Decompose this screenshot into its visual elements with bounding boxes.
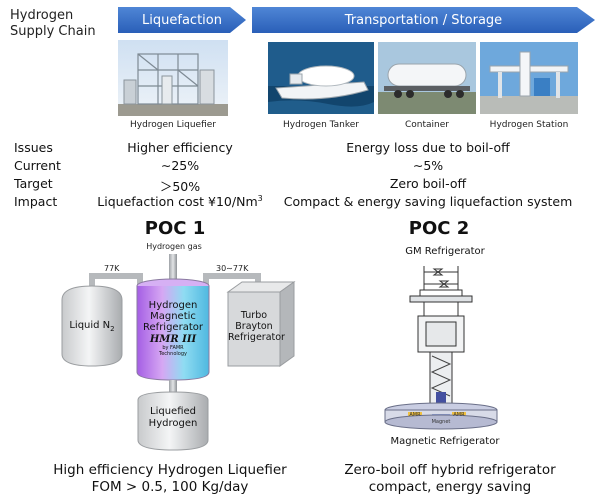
poc1-footer: High efficiency Hydrogen Liquefier FOM >… (53, 462, 287, 495)
poc2-footer: Zero-boil off hybrid refrigerator compac… (344, 462, 556, 495)
magnet-label: Magnet (431, 419, 451, 425)
issues-liquefaction: Higher efficiency (127, 140, 233, 155)
magnetic-refrigerator-label: Magnetic Refrigerator (390, 436, 500, 447)
temp-30-77k-label: 30∼77K (216, 264, 249, 273)
hydrogen-station-photo (480, 42, 578, 114)
poc2-diagram: GM Refrigerator AMR AMR Magnet Magnetic … (360, 242, 530, 452)
row-label-issues: Issues (14, 140, 53, 155)
amr-label-left: AMR (409, 412, 421, 418)
hmr-name: HMR III (149, 334, 197, 345)
poc1-diagram: Hydrogen gas 77K 30∼77K Liquid N2 Hydrog… (50, 242, 320, 452)
caption-hydrogen-liquefier: Hydrogen Liquefier (129, 120, 216, 130)
magnetic-disk-bottom (384, 414, 498, 430)
liquefied-hydrogen-label: Liquefied Hydrogen (148, 406, 198, 429)
container-photo (378, 42, 476, 114)
connector-pipe (169, 380, 177, 394)
row-label-target: Target (14, 176, 53, 191)
poc2-title: POC 2 (408, 218, 470, 239)
cold-stage (436, 392, 446, 408)
liquefied-hydrogen-tank (137, 391, 209, 451)
liquid-n2-tank (61, 285, 123, 367)
hydrogen-gas-label: Hydrogen gas (146, 242, 202, 251)
hydrogen-gas-pipe (169, 254, 177, 282)
caption-hydrogen-station: Hydrogen Station (489, 120, 569, 130)
amr-label-right: AMR (453, 412, 465, 418)
hmr-label: Hydrogen Magnetic Refrigerator HMR III b… (137, 300, 209, 357)
temp-77k-label: 77K (104, 264, 120, 273)
turbo-box-side (279, 281, 295, 367)
row-label-current: Current (14, 158, 61, 173)
turbo-brayton-label: Turbo Brayton Refrigerator (228, 310, 285, 343)
target-liquefaction: ＞50% (159, 179, 201, 194)
pipe-left (89, 273, 143, 290)
gm-refrigerator-label: GM Refrigerator (405, 246, 485, 257)
caption-container: Container (405, 120, 449, 130)
poc1-title: POC 1 (144, 218, 206, 239)
row-label-impact: Impact (14, 194, 58, 209)
target-transport: Zero boil-off (389, 176, 467, 191)
hydrogen-liquefier-photo (118, 40, 228, 116)
impact-liquefaction: Liquefaction cost ¥10/Nm3 (97, 194, 263, 210)
current-transport: ∼5% (412, 158, 444, 173)
liquid-n2-label: Liquid N2 (69, 320, 115, 333)
supply-chain-title: Hydrogen Supply Chain (10, 8, 96, 39)
liquefaction-arrow: Liquefaction (118, 7, 246, 33)
hydrogen-tanker-photo (268, 42, 374, 114)
issues-transport: Energy loss due to boil-off (346, 140, 510, 155)
transport-storage-arrow: Transportation / Storage (252, 7, 595, 33)
impact-transport: Compact & energy saving liquefaction sys… (283, 194, 573, 209)
current-liquefaction: ∼25% (160, 158, 200, 173)
caption-hydrogen-tanker: Hydrogen Tanker (283, 120, 359, 130)
turbo-box-front (227, 291, 281, 367)
